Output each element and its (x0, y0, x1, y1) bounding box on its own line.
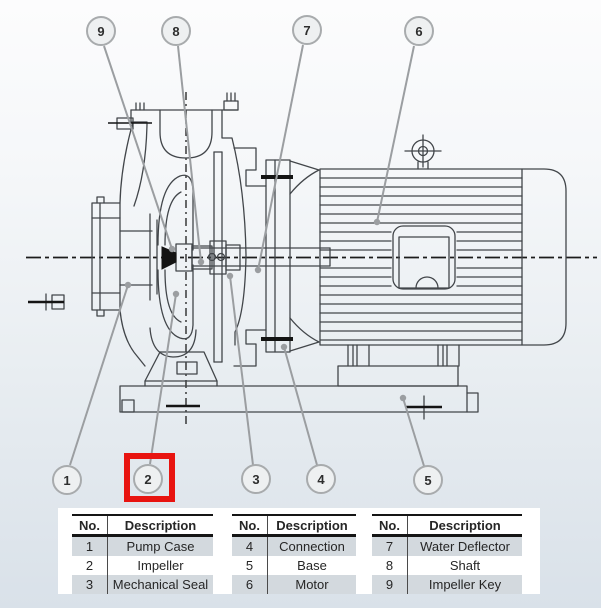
cell-description: Connection (279, 539, 345, 554)
table-row: 1 Pump Case (72, 537, 213, 556)
pump-linework (45, 92, 567, 420)
leader-line-8 (177, 45, 202, 263)
table-header: No. Description (232, 514, 356, 537)
table-row: 2 Impeller (72, 556, 213, 575)
col-header-description: Description (124, 517, 197, 533)
cell-no: 3 (72, 575, 108, 594)
cell-no: 5 (232, 556, 268, 575)
leader-line-7 (257, 44, 304, 271)
leader-dot-9 (168, 245, 176, 253)
cell-description: Water Deflector (420, 539, 510, 554)
table-header: No. Description (372, 514, 522, 537)
col-header-description: Description (429, 517, 501, 533)
connection-bracket (265, 159, 320, 353)
leader-lines (69, 44, 425, 467)
cell-description: Pump Case (126, 539, 195, 554)
col-header-no: No. (372, 516, 408, 534)
base (119, 351, 479, 420)
table-row: 8 Shaft (372, 556, 522, 575)
leader-dot-2 (172, 290, 180, 298)
parts-table-1: No. Description 1 Pump Case 2 Impeller 3… (72, 514, 213, 594)
cell-description: Mechanical Seal (112, 577, 209, 592)
leader-line-1 (69, 284, 129, 466)
callout-1: 1 (52, 465, 82, 495)
pump-case (116, 92, 247, 375)
cell-no: 6 (232, 575, 268, 594)
cell-description: Shaft (449, 558, 481, 573)
table-row: 4 Connection (232, 537, 356, 556)
col-header-no: No. (72, 516, 108, 534)
cell-no: 7 (372, 537, 408, 556)
parts-table-panel: No. Description 1 Pump Case 2 Impeller 3… (58, 508, 540, 594)
table-row: 5 Base (232, 556, 356, 575)
leader-line-5 (402, 397, 425, 467)
cell-no: 2 (72, 556, 108, 575)
leader-dot-6 (373, 218, 381, 226)
lifting-eye-icon (404, 134, 442, 170)
cell-description: Motor (295, 577, 329, 592)
leader-dot-3 (226, 272, 234, 280)
table-row: 3 Mechanical Seal (72, 575, 213, 594)
cell-no: 4 (232, 537, 268, 556)
callout-8: 8 (161, 16, 191, 46)
parts-table-2: No. Description 4 Connection 5 Base 6 Mo… (232, 514, 356, 594)
motor-feet (337, 344, 460, 387)
callout-6: 6 (404, 16, 434, 46)
col-header-description: Description (276, 517, 348, 533)
leader-line-9 (103, 45, 173, 250)
leader-dot-7 (254, 266, 262, 274)
highlight-box-callout-2 (124, 453, 175, 502)
cell-no: 8 (372, 556, 408, 575)
callout-3: 3 (241, 464, 271, 494)
motor (319, 134, 567, 387)
cell-description: Impeller (137, 558, 184, 573)
section-marks (28, 122, 442, 409)
suction-flange (45, 196, 153, 317)
cell-description: Base (297, 558, 327, 573)
leader-dot-5 (399, 394, 407, 402)
table-header: No. Description (72, 514, 213, 537)
leader-dot-1 (124, 281, 132, 289)
callout-7: 7 (292, 15, 322, 45)
leader-line-6 (376, 45, 415, 223)
table-row: 9 Impeller Key (372, 575, 522, 594)
table-row: 7 Water Deflector (372, 537, 522, 556)
callout-5: 5 (413, 465, 443, 495)
callout-4: 4 (306, 464, 336, 494)
table-row: 6 Motor (232, 575, 356, 594)
callout-2: 2 (133, 464, 163, 494)
col-header-no: No. (232, 516, 268, 534)
shaft (191, 245, 331, 270)
cell-no: 9 (372, 575, 408, 594)
parts-table-3: No. Description 7 Water Deflector 8 Shaf… (372, 514, 522, 594)
cell-no: 1 (72, 537, 108, 556)
leader-dot-4 (280, 343, 288, 351)
leader-line-2 (149, 293, 177, 465)
leader-dot-8 (197, 258, 205, 266)
cell-description: Impeller Key (428, 577, 502, 592)
leader-line-3 (229, 275, 254, 466)
centerlines (26, 92, 597, 428)
leader-line-4 (283, 346, 318, 466)
callout-9: 9 (86, 16, 116, 46)
